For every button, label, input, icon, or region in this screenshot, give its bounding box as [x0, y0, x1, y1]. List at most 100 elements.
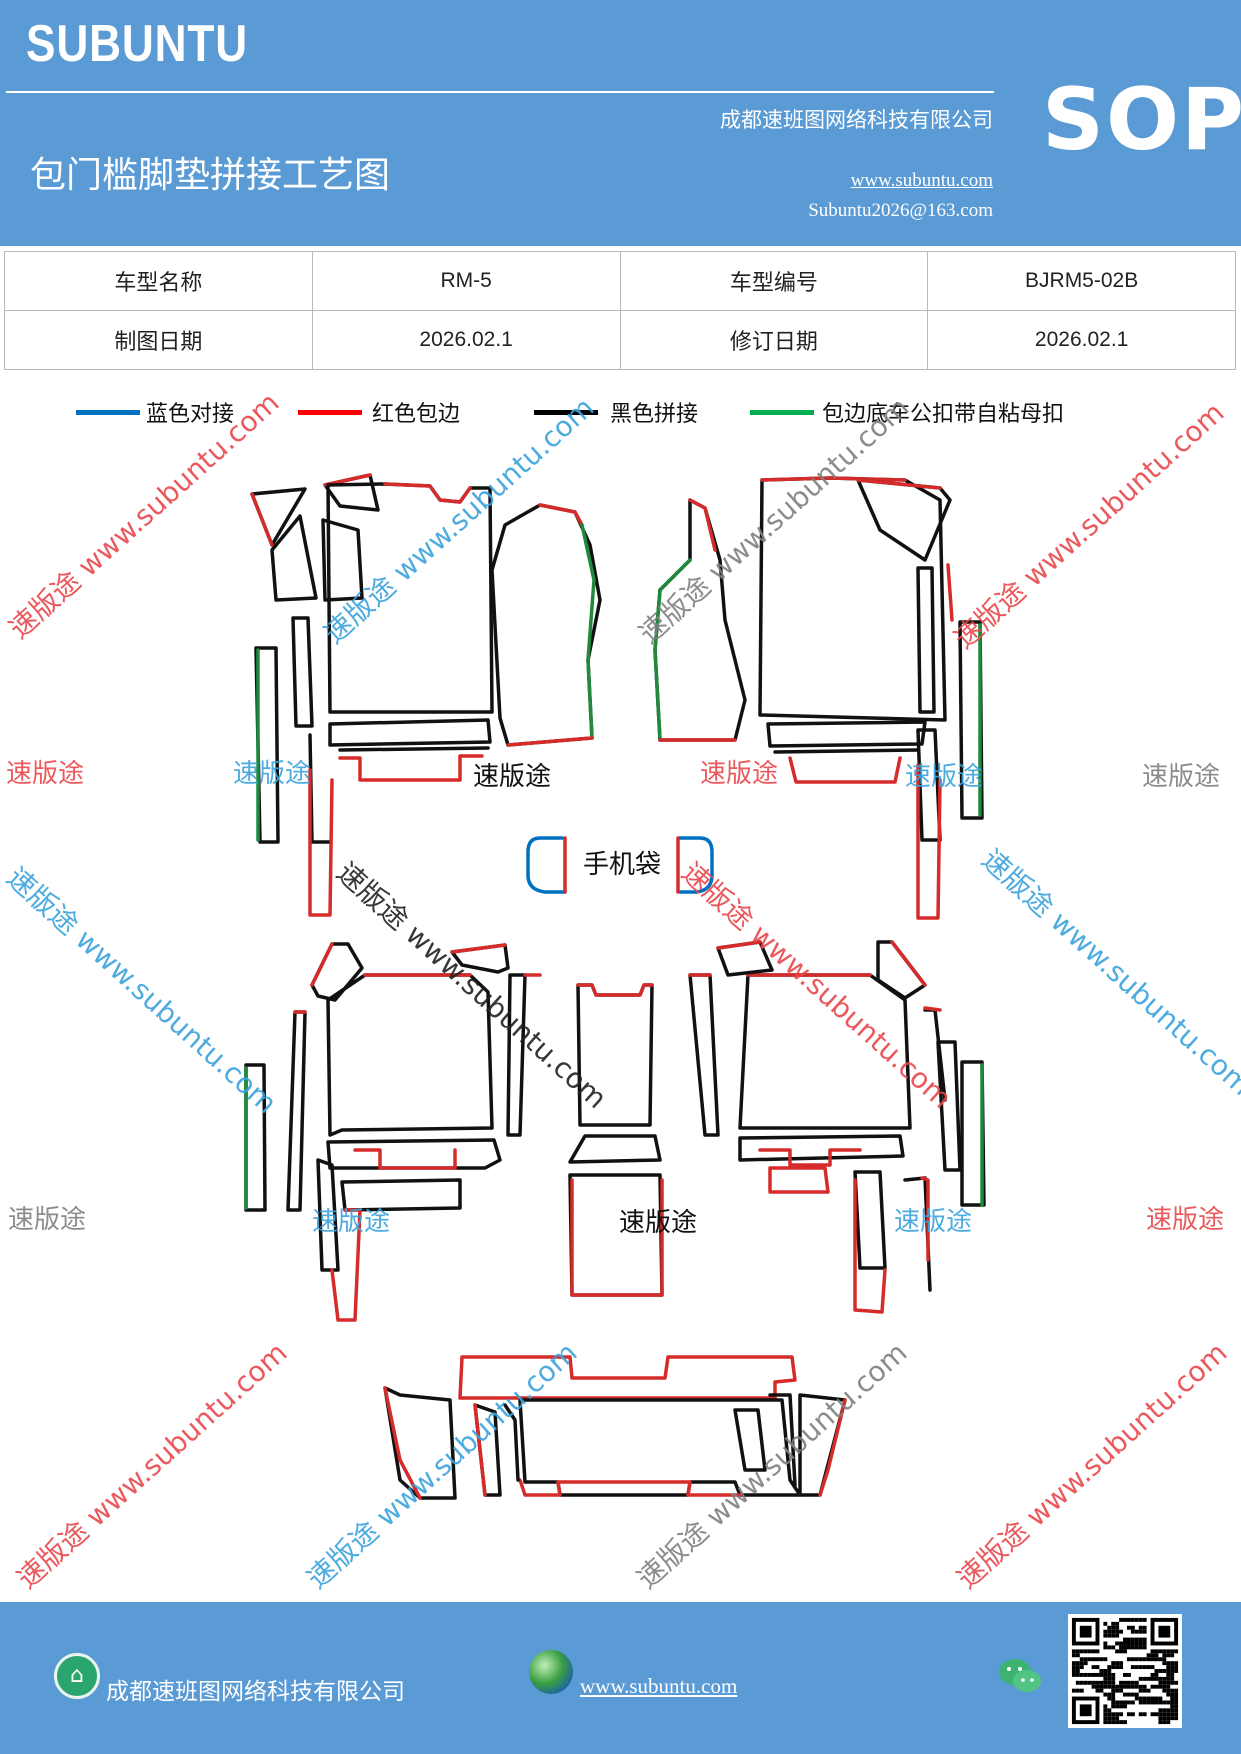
watermark-text: 速版途 www.subuntu.com	[951, 1336, 1234, 1595]
watermark-text: 速版途 www.subuntu.com	[318, 391, 601, 650]
value-draw-date: 2026.02.1	[311, 310, 621, 370]
phone-pocket-right	[678, 836, 714, 894]
legend-label: 蓝色对接	[146, 402, 235, 427]
mat-piece	[353, 1148, 457, 1170]
section-label: 速版途	[619, 1208, 697, 1238]
mat-piece	[853, 1170, 887, 1270]
legend-label: 包边底车公扣带自粘母扣	[822, 402, 1065, 427]
label-revise-date: 修订日期	[619, 310, 929, 370]
label-draw-date: 制图日期	[4, 310, 313, 370]
mat-piece	[958, 620, 984, 820]
mat-piece	[758, 1148, 862, 1167]
mat-piece	[768, 1166, 830, 1194]
mat-piece	[760, 476, 907, 482]
mat-piece	[936, 1040, 962, 1172]
mat-piece	[923, 1006, 942, 1012]
mat-piece	[450, 943, 507, 954]
watermark-text: 速版途 www.subuntu.com	[975, 843, 1241, 1102]
legend-swatch	[298, 410, 362, 415]
mat-piece	[308, 733, 332, 844]
legend-label: 红色包边	[372, 402, 461, 427]
watermark-text: 速版途	[312, 1207, 390, 1237]
mat-piece	[340, 1178, 462, 1212]
wechat-icon[interactable]	[996, 1654, 1044, 1698]
watermark-text: 速版途	[1146, 1205, 1224, 1235]
mat-piece	[518, 1398, 802, 1497]
watermark-text: 速版途 www.subuntu.com	[3, 386, 286, 645]
header-website-link[interactable]: www.subuntu.com	[850, 170, 993, 191]
mat-piece	[856, 478, 942, 490]
mat-piece	[310, 942, 334, 987]
mat-piece	[270, 514, 318, 602]
mat-piece	[738, 973, 912, 1130]
mat-piece	[876, 940, 927, 1000]
mat-piece	[960, 1060, 986, 1207]
label-model-code: 车型编号	[619, 251, 929, 311]
legend-swatch	[76, 410, 140, 415]
mat-piece	[856, 478, 952, 562]
phone-pocket-label: 手机袋	[583, 850, 661, 880]
mat-piece	[328, 718, 492, 747]
mat-piece	[326, 1138, 502, 1170]
watermark-text: 速版途	[905, 762, 983, 792]
mat-piece	[570, 1178, 664, 1297]
mat-piece	[458, 1355, 797, 1400]
mat-piece	[518, 1478, 742, 1497]
mat-piece	[733, 1408, 767, 1472]
footer-company: 成都速班图网络科技有限公司	[106, 1679, 405, 1705]
table-row: 车型名称 RM-5 车型编号 BJRM5-02B	[4, 251, 1236, 311]
mat-piece	[316, 1158, 340, 1272]
mat-piece	[506, 736, 594, 747]
mat-piece	[890, 940, 927, 987]
mat-piece	[308, 768, 334, 917]
mat-piece	[853, 1178, 887, 1314]
watermark-text: 速版途 www.subuntu.com	[11, 1336, 294, 1595]
mat-piece	[580, 523, 596, 740]
legend-swatch	[534, 410, 598, 415]
mat-piece	[383, 482, 472, 504]
label-model-name: 车型名称	[4, 251, 313, 311]
mat-piece	[920, 1176, 930, 1262]
phone-pocket-left	[526, 836, 567, 894]
legend-label: 黑色拼接	[610, 402, 699, 427]
mat-piece	[291, 616, 314, 728]
mat-piece	[818, 1398, 847, 1497]
header-email: Subuntu2026@163.com	[808, 200, 993, 221]
mat-piece	[688, 973, 720, 1137]
header-divider	[6, 91, 994, 93]
page-footer: ⌂ 成都速班图网络科技有限公司 www.subuntu.com	[0, 1602, 1241, 1754]
watermark-text: 速版途	[6, 759, 84, 789]
mat-piece	[653, 558, 692, 742]
mat-piece	[538, 503, 584, 527]
watermark-text: 速版途 www.subuntu.com	[948, 396, 1231, 655]
mat-piece	[766, 720, 927, 748]
building-icon: ⌂	[54, 1653, 100, 1699]
mat-piece	[773, 748, 920, 754]
mat-piece	[788, 756, 902, 784]
mat-piece	[506, 973, 527, 1137]
mat-piece	[916, 763, 942, 920]
mat-piece	[338, 746, 490, 752]
section-label: 速版途	[473, 762, 551, 792]
mat-piece	[568, 1134, 662, 1164]
value-model-code: BJRM5-02B	[927, 251, 1236, 311]
watermark-text: 速版途	[700, 759, 778, 789]
footer-website-link[interactable]: www.subuntu.com	[580, 1674, 738, 1698]
mat-piece	[503, 1403, 520, 1482]
watermark-text: 速版途	[8, 1205, 86, 1235]
brand-logo: SUBUNTU	[26, 15, 249, 73]
watermark-text: 速版途 www.subuntu.com	[330, 856, 613, 1115]
mat-piece	[576, 983, 654, 997]
page-header: SUBUNTU 包门槛脚垫拼接工艺图 成都速班图网络科技有限公司 www.sub…	[0, 0, 1241, 246]
mat-piece	[688, 498, 717, 552]
doc-type-label: SOP	[1042, 70, 1241, 170]
mat-piece	[383, 1386, 457, 1500]
watermark-text: 速版途 www.subuntu.com	[675, 856, 958, 1115]
watermark-text: 速版途	[1142, 762, 1220, 792]
watermark-text: 速版途 www.subuntu.com	[633, 391, 916, 650]
mat-piece	[250, 492, 274, 547]
mat-piece	[326, 973, 494, 1137]
mat-piece	[383, 1386, 422, 1500]
